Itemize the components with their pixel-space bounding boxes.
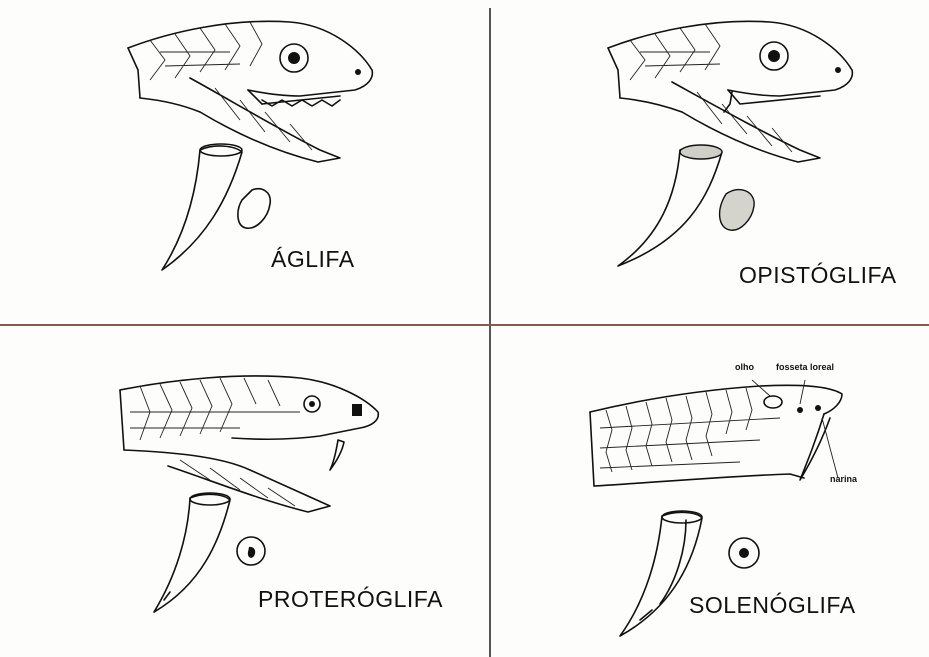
opistoglifa-tooth [618, 145, 754, 266]
panel-caption-solenoglifa: SOLENÓGLIFA [689, 592, 856, 619]
proteroglifa-tooth [154, 493, 230, 612]
panel-caption-opistoglifa: OPISTÓGLIFA [739, 262, 897, 289]
label-eye: olho [735, 362, 754, 372]
label-nostril: narina [830, 474, 857, 484]
proteroglifa-tooth-cross-section [237, 537, 265, 565]
panel-caption-proteroglifa: PROTERÓGLIFA [258, 586, 443, 613]
aglifa-tooth [162, 144, 242, 270]
panel-caption-aglifa: ÁGLIFA [271, 246, 355, 273]
aglifa-tooth-cross-section [238, 189, 270, 228]
aglifa-snake-head [128, 21, 372, 162]
opistoglifa-snake-head [608, 21, 852, 162]
solenoglifa-tooth-cross-section [729, 538, 759, 568]
proteroglifa-snake-head [120, 376, 378, 512]
solenoglifa-snake-head [590, 380, 842, 486]
label-pit: fosseta loreal [776, 362, 834, 372]
